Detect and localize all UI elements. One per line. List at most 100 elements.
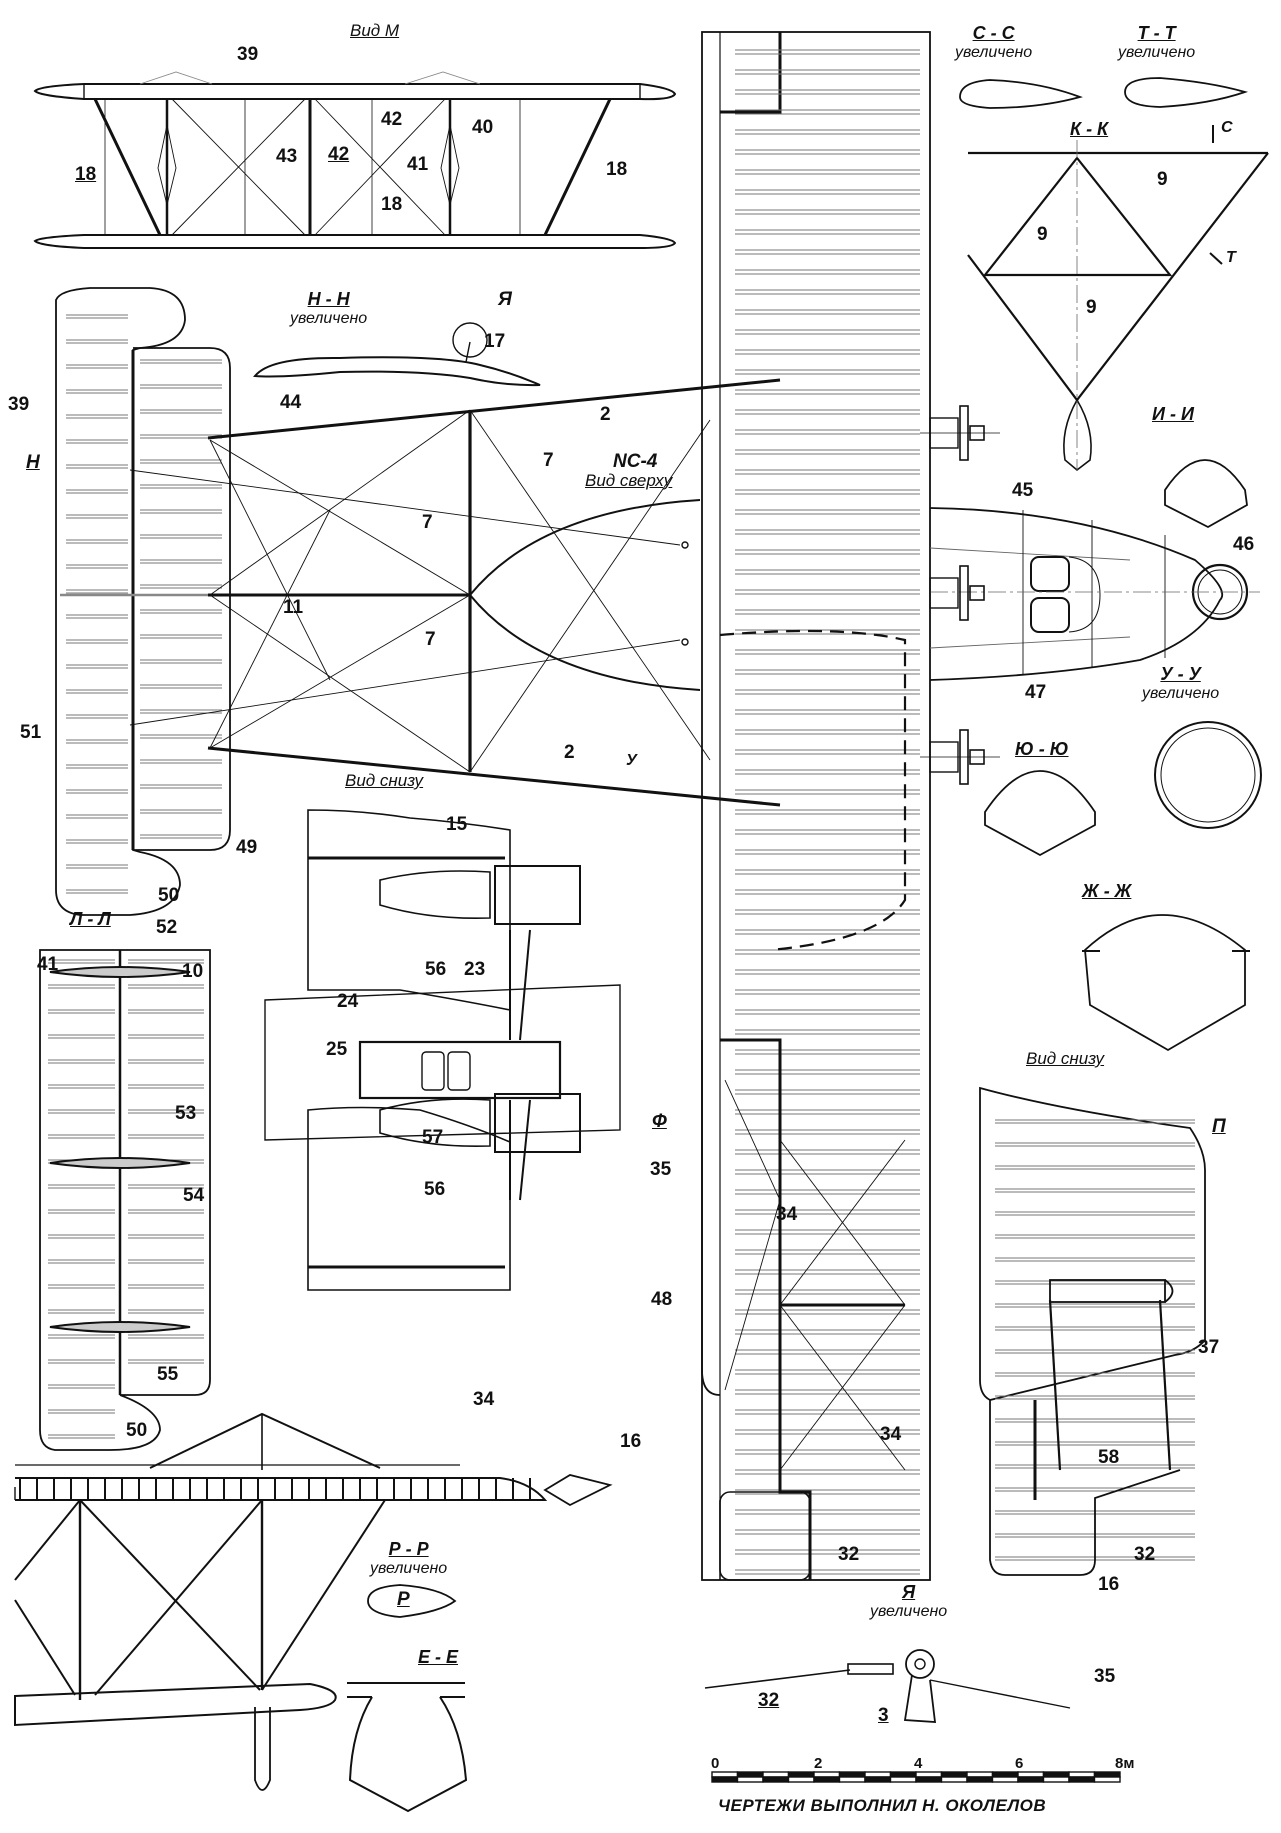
callout-7: 7 [422,512,433,533]
detail-ya [704,1649,1071,1723]
top-view-wing [701,31,931,1581]
marker-y: У [626,752,637,769]
callout-7: 7 [543,450,554,471]
scale-segment [1042,1771,1070,1778]
scale-segment [711,1776,739,1783]
section-rr-ee [347,1584,468,1813]
scale-segment [966,1776,994,1783]
callout-46: 46 [1233,534,1255,555]
scale-segment [1017,1776,1045,1783]
scale-tick-4: 4 [914,1755,923,1772]
bottom-view-title-left: Вид снизу [345,771,424,790]
callout-34: 34 [473,1389,495,1410]
scale-segment [991,1776,1019,1783]
callout-51: 51 [20,722,42,743]
scale-segment [940,1776,968,1783]
marker-p: П [1212,1116,1226,1137]
section-ll [39,949,211,1451]
callout-23: 23 [464,959,486,980]
scale-segment [1068,1776,1096,1783]
hull-sections [984,459,1262,1052]
section-zhzh-title: Ж - Ж [1082,881,1132,901]
callout-56: 56 [424,1179,446,1200]
section-hh-airfoil [253,322,541,387]
scale-segment [1017,1771,1045,1778]
marker-t: Т [1226,249,1236,266]
callout-9: 9 [1157,169,1168,190]
callout-44: 44 [280,392,302,413]
scale-segment [838,1771,866,1778]
callout-11: 11 [283,597,304,618]
scale-segment [889,1771,917,1778]
scale-segment [966,1771,994,1778]
scale-segment [736,1776,764,1783]
callout-37: 37 [1198,1337,1220,1358]
section-kk [967,125,1269,472]
callout-41: 41 [407,154,429,175]
callout-41: 41 [37,954,59,975]
section-ee-title: Е - Е [418,1647,459,1667]
callout-18: 18 [75,164,97,185]
callout-17: 17 [484,331,506,352]
section-ii-title: И - И [1152,404,1194,424]
callout-47: 47 [1025,682,1047,703]
scale-segment [787,1771,815,1778]
callout-35: 35 [1094,1666,1116,1687]
callout-57: 57 [422,1127,444,1148]
callout-53: 53 [175,1103,197,1124]
callout-34: 34 [880,1424,902,1445]
callout-52: 52 [156,917,178,938]
scale-segment [711,1771,739,1778]
callout-2: 2 [564,742,575,763]
callout-24: 24 [337,991,359,1012]
section-yuyu-title: Ю - Ю [1015,739,1069,759]
callout-32: 32 [758,1690,780,1711]
section-ll-title: Л - Л [70,909,111,929]
callout-9: 9 [1037,224,1048,245]
callout-18: 18 [606,159,628,180]
side-view [14,1412,613,1791]
scale-segment [813,1776,841,1783]
scale-segment [1042,1776,1070,1783]
callout-55: 55 [157,1364,179,1385]
callout-50: 50 [126,1420,148,1441]
callout-3: 3 [878,1705,889,1726]
marker-c: С [1221,119,1233,136]
callout-48: 48 [651,1289,673,1310]
callout-18: 18 [381,194,403,215]
aircraft-name: NC-4 [613,451,658,472]
scale-bar [711,1771,1121,1783]
marker-f: Ф [652,1111,667,1132]
section-kk-title: К - К [1070,119,1109,139]
marker-ya: Я [498,289,512,310]
scale-segment [940,1771,968,1778]
callout-39: 39 [8,394,30,415]
callout-25: 25 [326,1039,348,1060]
view-m-title: Вид М [350,21,400,40]
callout-45: 45 [1012,480,1034,501]
callout-42: 42 [328,144,350,165]
top-view-title: Вид сверху [585,471,673,490]
callout-58: 58 [1098,1447,1120,1468]
scale-tick-6: 6 [1015,1755,1024,1772]
scale-segment [838,1776,866,1783]
callout-43: 43 [276,146,298,167]
scale-segment [864,1771,892,1778]
author-credit: ЧЕРТЕЖИ ВЫПОЛНИЛ Н. ОКОЛЕЛОВ [718,1796,1047,1815]
callout-9: 9 [1086,297,1097,318]
scale-segment [1068,1771,1096,1778]
bottom-view-engines [264,809,621,1291]
callout-7: 7 [425,629,436,650]
tail-top-view [55,287,781,916]
callout-10: 10 [182,961,204,982]
callout-42: 42 [381,109,403,130]
scale-segment [991,1771,1019,1778]
hull-top-view [929,507,1260,681]
bottom-view-title-right: Вид снизу [1026,1049,1105,1068]
